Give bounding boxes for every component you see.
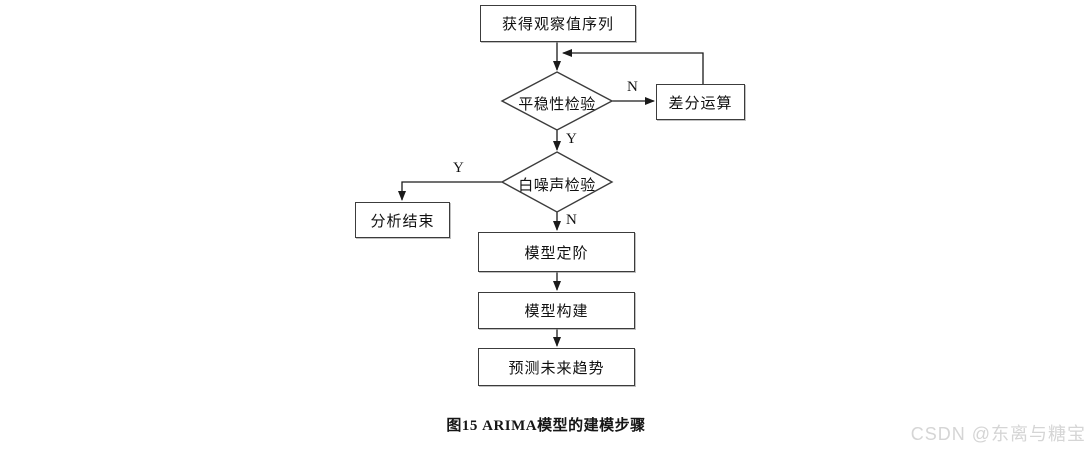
node-obtain-series: 获得观察值序列 — [480, 5, 636, 42]
node-model-order: 模型定阶 — [478, 232, 635, 272]
node-difference-operation: 差分运算 — [656, 84, 745, 120]
decision-stationarity-shape — [500, 71, 614, 131]
edge-diff-feedback — [562, 49, 704, 84]
label-whitenoise-yes: Y — [453, 160, 464, 176]
label-whitenoise-no: N — [566, 212, 577, 228]
node-model-build: 模型构建 — [478, 292, 635, 329]
decision-stationarity-label: 平稳性检验 — [518, 97, 596, 113]
csdn-watermark: CSDN @东离与糖宝 — [910, 424, 1086, 444]
label-stationarity-yes: Y — [566, 131, 577, 147]
node-analysis-end: 分析结束 — [355, 202, 450, 238]
figure-caption: 图15 ARIMA模型的建模步骤 — [446, 418, 646, 434]
decision-whitenoise-label: 白噪声检验 — [518, 178, 596, 194]
label-stationarity-no: N — [627, 79, 638, 95]
decision-whitenoise-shape — [500, 151, 614, 213]
edge-whitenoise-yes-to-end — [398, 181, 502, 201]
node-predict-trend: 预测未来趋势 — [478, 348, 635, 386]
